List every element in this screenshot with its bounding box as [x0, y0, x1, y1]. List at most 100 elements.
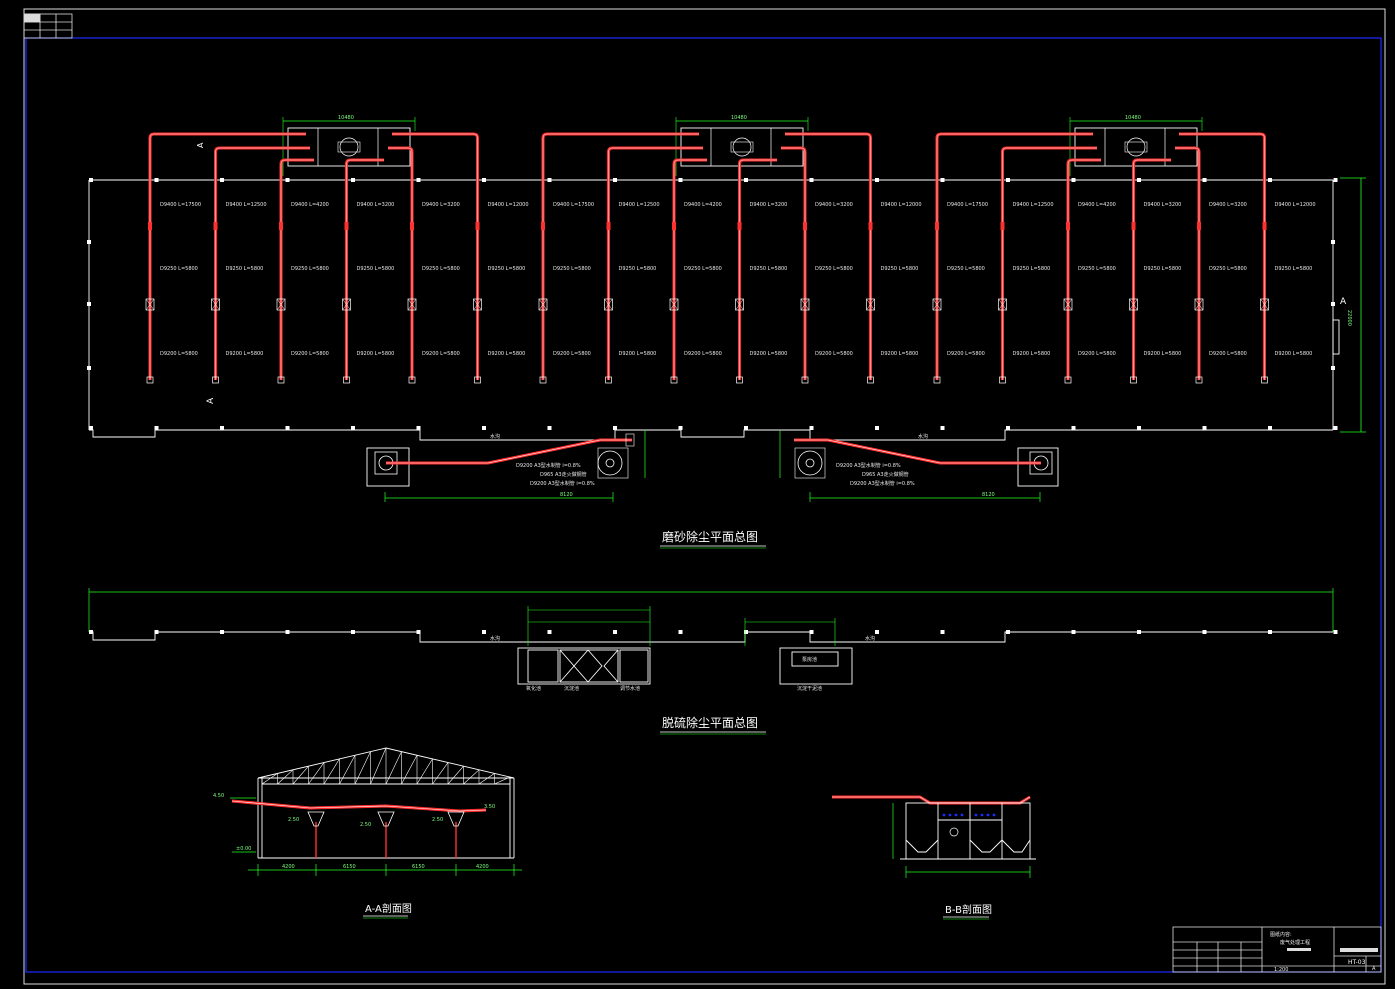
column — [1331, 366, 1335, 370]
fan-note-left-3: D9200 A3型水制管 i=0.8% — [530, 480, 595, 487]
branch-label-bottom: D9200 L=5800 — [750, 351, 788, 357]
column — [875, 178, 879, 182]
branch-label-middle: D9250 L=5800 — [619, 266, 657, 272]
column — [875, 426, 879, 430]
branch-label-middle: D9250 L=5800 — [947, 266, 985, 272]
branch-label-middle: D9250 L=5800 — [815, 266, 853, 272]
outer-frame — [23, 8, 1386, 985]
section-marker-top: A — [196, 142, 205, 148]
branch-label-top: D9400 L=3200 — [815, 202, 853, 208]
branch-label-top: D9400 L=3200 — [750, 202, 788, 208]
column — [547, 426, 552, 430]
column — [154, 426, 159, 430]
branch-label-bottom: D9200 L=5800 — [684, 351, 722, 357]
branch-label-middle: D9250 L=5800 — [226, 266, 264, 272]
branch-label-top: D9400 L=12500 — [226, 202, 267, 208]
branch-label-top: D9400 L=3200 — [357, 202, 395, 208]
aa-level-6: 2.50 — [432, 817, 443, 823]
second-plan: 水沟 水沟 氧化池 沉淀池 调节水池 泵房池 沉淀干泥池 脱硫除尘平面总图 — [88, 588, 1338, 735]
column — [1202, 630, 1207, 634]
column — [482, 178, 486, 182]
aa-level-2: ±0.00 — [236, 846, 251, 852]
column — [1268, 426, 1272, 430]
branch-label-middle: D9250 L=5800 — [750, 266, 788, 272]
section-bb-title: B-B剖面图 — [945, 903, 992, 916]
corner-table — [23, 13, 73, 39]
column — [1137, 426, 1141, 430]
roof-truss — [261, 747, 511, 785]
fan-note-left-2: D965 A3走火做钢管 — [540, 471, 587, 478]
column — [1202, 426, 1207, 430]
aa-level-5: 2.50 — [360, 822, 371, 828]
column — [613, 426, 617, 430]
column — [744, 426, 748, 430]
branch-label-bottom: D9200 L=5800 — [226, 351, 264, 357]
tank-label-2: 沉淀池 — [564, 685, 579, 692]
branch-label-middle: D9250 L=5800 — [553, 266, 591, 272]
column — [1071, 426, 1076, 430]
unit-width-label: 10480 — [1125, 115, 1141, 121]
branch-label-top: D9400 L=4200 — [1078, 202, 1116, 208]
column — [1333, 178, 1338, 182]
branch-label-middle: D9250 L=5800 — [1078, 266, 1116, 272]
column — [547, 630, 552, 634]
branch-label-bottom: D9200 L=5800 — [553, 351, 591, 357]
channel-label-right: 水沟 — [918, 433, 928, 440]
branch-label-top: D9400 L=4200 — [684, 202, 722, 208]
columns-plan2 — [89, 630, 1338, 634]
branch-label-top: D9400 L=12000 — [1275, 202, 1316, 208]
column — [875, 630, 879, 634]
aa-dim-4: 4200 — [476, 864, 489, 870]
tank-label-1: 氧化池 — [526, 685, 541, 692]
column — [1137, 630, 1141, 634]
branch-label-bottom: D9200 L=5800 — [1144, 351, 1182, 357]
column — [89, 178, 93, 182]
branch-label-bottom: D9200 L=5800 — [881, 351, 919, 357]
column — [613, 178, 617, 182]
column — [416, 426, 421, 430]
title-sheet: A — [1372, 966, 1376, 972]
title-content-label: 图纸内容: — [1270, 931, 1292, 938]
section-marker-right: A — [1340, 297, 1347, 307]
fan-dim-left: 8120 — [560, 492, 573, 498]
column — [678, 630, 683, 634]
column — [1268, 178, 1272, 182]
branch-label-bottom: D9200 L=5800 — [619, 351, 657, 357]
aa-dim-1: 4200 — [282, 864, 295, 870]
title-scale: 1:200 — [1274, 967, 1288, 973]
column — [1071, 630, 1076, 634]
column — [285, 426, 290, 430]
branch-label-middle: D9250 L=5800 — [160, 266, 198, 272]
branch-label-top: D9400 L=12500 — [1013, 202, 1054, 208]
column — [1006, 630, 1010, 634]
column — [1331, 302, 1335, 306]
fan-assembly-right: 8120 D9200 A3型水制管 i=0.8% D965 A3走火做钢管 D9… — [779, 430, 1059, 502]
column — [744, 630, 748, 634]
branch-label-top: D9400 L=17500 — [160, 202, 201, 208]
channel-label-left: 水沟 — [490, 433, 500, 440]
column — [940, 178, 945, 182]
branch-label-top: D9400 L=12000 — [881, 202, 922, 208]
tank-label-3: 调节水池 — [620, 685, 640, 692]
fan-dim-right: 8120 — [982, 492, 995, 498]
aa-level-3: 3.50 — [484, 804, 495, 810]
plan2-channel-right: 水沟 — [865, 635, 875, 642]
columns-top — [89, 178, 1338, 182]
aa-dim-2: 6150 — [343, 864, 356, 870]
column — [613, 630, 617, 634]
unit-width-label: 10480 — [731, 115, 747, 121]
column — [1333, 630, 1338, 634]
title-block: 图纸内容: 废气处理工程 HT-03 1:200 A — [1172, 926, 1382, 973]
plan2-channel-left: 水沟 — [490, 635, 500, 642]
inner-frame — [25, 37, 1382, 973]
branch-label-bottom: D9200 L=5800 — [422, 351, 460, 357]
main-plan-title: 磨砂除尘平面总图 — [662, 529, 758, 544]
branch-label-middle: D9250 L=5800 — [881, 266, 919, 272]
branch-label-middle: D9250 L=5800 — [291, 266, 329, 272]
column — [285, 178, 290, 182]
column — [416, 178, 421, 182]
branch-label-middle: D9250 L=5800 — [357, 266, 395, 272]
